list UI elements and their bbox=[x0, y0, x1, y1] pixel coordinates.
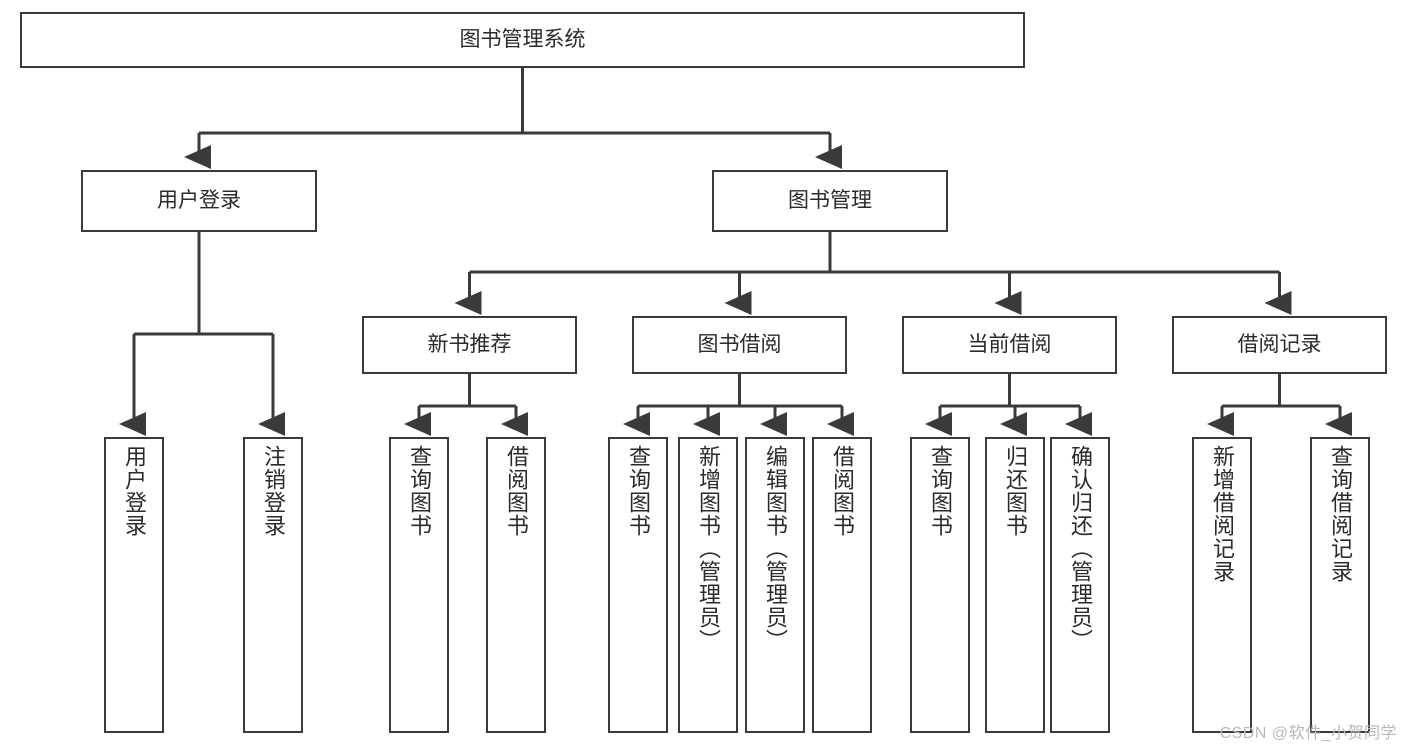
leaf-node-11-label: 新增借阅记录 bbox=[1209, 445, 1235, 583]
level3-node-2-label: 当前借阅 bbox=[967, 332, 1052, 356]
leaf-node-4-label: 查询图书 bbox=[625, 445, 651, 537]
leaf-node-3-label: 借阅图书 bbox=[503, 445, 529, 537]
level3-node-3[interactable]: 借阅记录 bbox=[1172, 316, 1387, 374]
level2-node-0[interactable]: 用户登录 bbox=[81, 170, 317, 232]
level3-node-1[interactable]: 图书借阅 bbox=[632, 316, 847, 374]
level2-node-0-label: 用户登录 bbox=[157, 188, 241, 212]
level3-node-3-label: 借阅记录 bbox=[1237, 332, 1322, 356]
leaf-node-12[interactable]: 查询借阅记录 bbox=[1310, 437, 1370, 733]
leaf-node-9[interactable]: 归还图书 bbox=[985, 437, 1045, 733]
leaf-node-5[interactable]: 新增图书（管理员） bbox=[678, 437, 738, 733]
leaf-node-10-label: 确认归还（管理员） bbox=[1067, 445, 1093, 652]
leaf-node-2[interactable]: 查询图书 bbox=[389, 437, 449, 733]
leaf-node-0-label: 用户登录 bbox=[121, 445, 147, 537]
root-node-book-management-system-label: 图书管理系统 bbox=[459, 27, 586, 51]
root-node-book-management-system[interactable]: 图书管理系统 bbox=[20, 12, 1025, 68]
leaf-node-7[interactable]: 借阅图书 bbox=[812, 437, 872, 733]
leaf-node-1[interactable]: 注销登录 bbox=[243, 437, 303, 733]
leaf-node-6[interactable]: 编辑图书（管理员） bbox=[745, 437, 805, 733]
leaf-node-0[interactable]: 用户登录 bbox=[104, 437, 164, 733]
leaf-node-11[interactable]: 新增借阅记录 bbox=[1192, 437, 1252, 733]
level2-node-1[interactable]: 图书管理 bbox=[712, 170, 948, 232]
leaf-node-8[interactable]: 查询图书 bbox=[910, 437, 970, 733]
level3-node-1-label: 图书借阅 bbox=[697, 332, 782, 356]
level3-node-2[interactable]: 当前借阅 bbox=[902, 316, 1117, 374]
level3-node-0-label: 新书推荐 bbox=[427, 332, 512, 356]
leaf-node-6-label: 编辑图书（管理员） bbox=[762, 445, 788, 652]
leaf-node-4[interactable]: 查询图书 bbox=[608, 437, 668, 733]
leaf-node-3[interactable]: 借阅图书 bbox=[486, 437, 546, 733]
leaf-node-2-label: 查询图书 bbox=[406, 445, 432, 537]
leaf-node-5-label: 新增图书（管理员） bbox=[695, 445, 721, 652]
leaf-node-12-label: 查询借阅记录 bbox=[1327, 445, 1353, 583]
level2-node-1-label: 图书管理 bbox=[788, 188, 872, 212]
leaf-node-1-label: 注销登录 bbox=[260, 445, 286, 537]
leaf-node-8-label: 查询图书 bbox=[927, 445, 953, 537]
leaf-node-10[interactable]: 确认归还（管理员） bbox=[1050, 437, 1110, 733]
leaf-node-7-label: 借阅图书 bbox=[829, 445, 855, 537]
level3-node-0[interactable]: 新书推荐 bbox=[362, 316, 577, 374]
leaf-node-9-label: 归还图书 bbox=[1002, 445, 1028, 537]
